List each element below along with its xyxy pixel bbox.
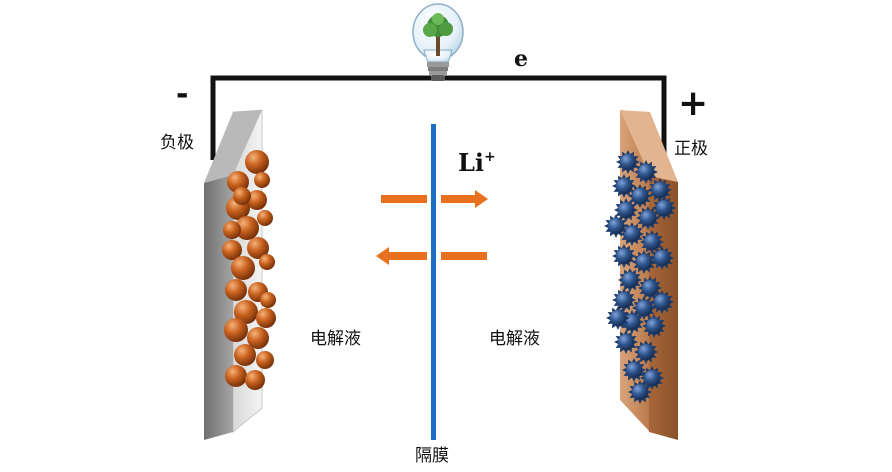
separator-label: 隔膜 [415, 446, 449, 466]
cathode-particle [616, 150, 640, 174]
cathode-particle [606, 306, 630, 330]
anode-particle [256, 308, 276, 328]
ion-charge: + [484, 149, 496, 165]
cathode-particle [622, 358, 646, 382]
light-bulb-icon [412, 3, 464, 81]
lithium-ion-label: Li+ [458, 150, 496, 175]
cathode-particle [640, 366, 664, 390]
cathode-particle [614, 198, 638, 222]
anode-particle [259, 254, 275, 270]
cathode-particle [648, 178, 672, 202]
anode-particle [235, 216, 259, 240]
anode-particle [224, 318, 248, 342]
cathode-particle [628, 380, 652, 404]
cathode-particle [640, 230, 664, 254]
external-wire [210, 75, 667, 160]
cathode-particle [652, 196, 676, 220]
electrolyte-right-label: 电解液 [489, 329, 540, 349]
cathode-particle [650, 290, 674, 314]
electron-label: e [514, 46, 528, 72]
cathode-particle [612, 244, 636, 268]
cathode-particle [636, 206, 660, 230]
positive-sign: + [678, 83, 709, 124]
anode-particle [234, 300, 258, 324]
cathode-particle [614, 330, 638, 354]
anode-particle [231, 256, 255, 280]
cathode-particle [650, 246, 674, 270]
positive-electrode-particles [604, 150, 676, 404]
anode-particle [245, 150, 269, 174]
anode-particle [260, 292, 276, 308]
electrolyte-left-label: 电解液 [310, 329, 361, 349]
arrow-left-icon [376, 247, 487, 265]
cathode-particle [628, 184, 652, 208]
cathode-particle [620, 222, 644, 246]
cathode-particle [618, 268, 642, 292]
anode-particle [245, 370, 265, 390]
cathode-particle [634, 160, 658, 184]
negative-sign: - [176, 77, 189, 112]
separator-membrane [431, 124, 436, 440]
anode-particle [247, 190, 267, 210]
ion-symbol: Li [458, 148, 484, 177]
anode-particle [222, 240, 242, 260]
anode-particle [247, 327, 269, 349]
arrow-right-icon [381, 190, 488, 208]
negative-electrode-label: 负极 [160, 133, 194, 153]
anode-particle [256, 351, 274, 369]
cathode-particle [604, 214, 628, 238]
cathode-particle [612, 174, 636, 198]
cathode-particle [612, 288, 636, 312]
negative-electrode-particles [222, 150, 276, 390]
anode-particle [247, 237, 269, 259]
positive-electrode-label: 正极 [674, 139, 708, 159]
cathode-particle [638, 276, 662, 300]
anode-particle [257, 210, 273, 226]
anode-particle [254, 172, 270, 188]
cathode-particle [632, 296, 656, 320]
anode-particle [234, 344, 256, 366]
anode-particle [225, 365, 247, 387]
cathode-particle [632, 250, 656, 274]
anode-particle [223, 221, 241, 239]
cathode-particle [634, 340, 658, 364]
anode-particle [233, 187, 251, 205]
cathode-particle [642, 314, 666, 338]
anode-particle [225, 279, 247, 301]
